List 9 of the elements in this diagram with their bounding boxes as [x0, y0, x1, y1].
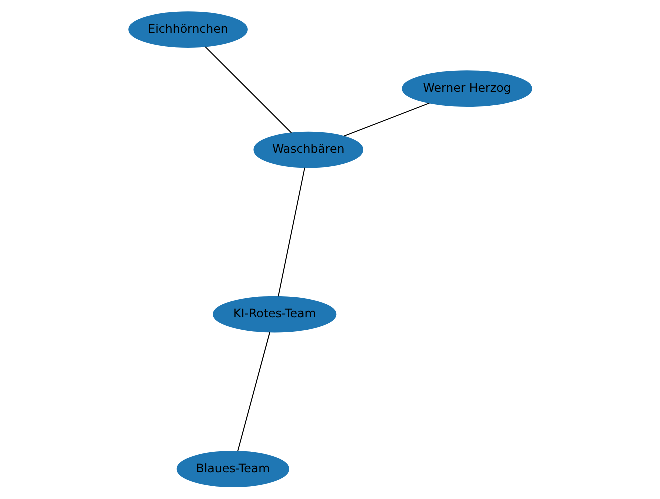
- node-ellipse: Eichhörnchen: [128, 12, 248, 48]
- connector: [204, 46, 292, 134]
- connector: [236, 332, 270, 452]
- connector: [342, 102, 430, 137]
- node-ellipse: Waschbären: [253, 132, 364, 168]
- node-ellipse: KI-Rotes-Team: [212, 296, 336, 333]
- connector: [278, 167, 305, 298]
- node-ellipse: Blaues-Team: [176, 451, 290, 488]
- node-ellipse: Werner Herzog: [402, 70, 532, 108]
